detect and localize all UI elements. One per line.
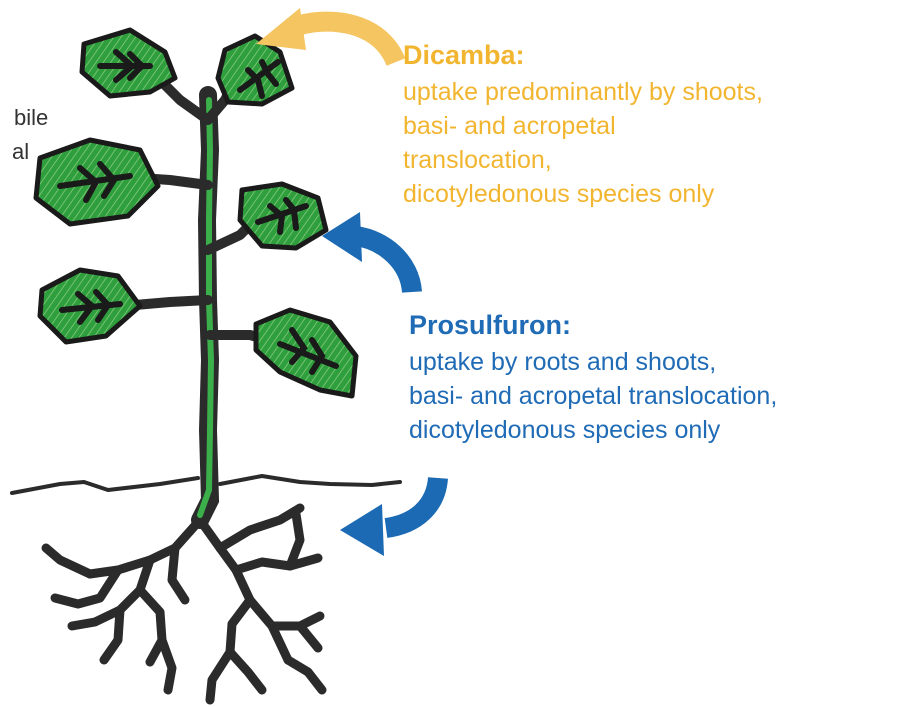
dicamba-line: dicotyledonous species only [403,177,763,211]
cropped-label: bile al [0,94,48,176]
prosulfuron-title: Prosulfuron: [409,310,777,341]
prosulfuron-line: uptake by roots and shoots, [409,345,777,379]
curved-arrow-icon [340,478,438,556]
dicamba-line: translocation, [403,143,763,177]
prosulfuron-line: dicotyledonous species only [409,413,777,447]
prosulfuron-line: basi- and acropetal translocation, [409,379,777,413]
curved-arrow-icon [322,212,412,292]
prosulfuron-annotation: Prosulfuron: uptake by roots and shoots,… [409,310,777,447]
dicamba-annotation: Dicamba: uptake predominantly by shoots,… [403,40,763,211]
dicamba-title: Dicamba: [403,40,763,71]
dicamba-line: basi- and acropetal [403,109,763,143]
leaves [36,30,356,396]
dicamba-line: uptake predominantly by shoots, [403,75,763,109]
roots [46,508,322,700]
